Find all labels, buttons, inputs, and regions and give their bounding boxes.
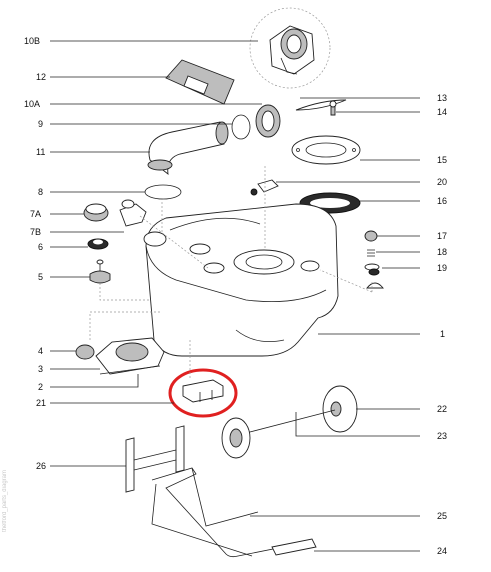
callout-18: 18: [437, 247, 447, 257]
callout-22: 22: [437, 404, 447, 414]
callout-11: 11: [36, 147, 45, 157]
callout-5: 5: [38, 272, 43, 282]
assembly-line-5: [99, 283, 150, 301]
part-12-cap: [165, 59, 235, 105]
part-15-flange: [291, 135, 361, 165]
callout-12: 12: [36, 72, 46, 82]
part-14-screw: [329, 100, 337, 116]
callout-26: 26: [36, 461, 46, 471]
part-10a-nut: [255, 104, 281, 138]
part-5-plug: [89, 259, 111, 284]
callout-14: 14: [437, 107, 447, 117]
part-7a-vent-cap: [83, 203, 109, 222]
part-3-valve-body: [95, 337, 165, 375]
callout-10b: 10B: [24, 36, 40, 46]
part-18-spring: [367, 249, 375, 257]
part-20-bracket: [250, 179, 279, 196]
callout-20: 20: [437, 177, 447, 187]
callout-13: 13: [437, 93, 447, 103]
callout-15: 15: [437, 155, 447, 165]
part-24-grip: [271, 538, 317, 556]
callout-2: 2: [38, 382, 43, 392]
callout-7a: 7A: [30, 209, 41, 219]
part-19-valve-pair: [364, 263, 384, 289]
leader-lines: [50, 40, 420, 552]
callout-21: 21: [36, 398, 46, 408]
part-17-knob: [364, 230, 378, 242]
part-25-pull-handle: [151, 467, 299, 558]
part-13-blade: [295, 99, 347, 111]
part-21-clip: [182, 379, 224, 403]
callout-4: 4: [38, 346, 43, 356]
part-26-holder: [125, 425, 185, 493]
callout-23: 23: [437, 431, 447, 441]
part-1-tank: [143, 203, 339, 357]
part-22-wheel: [322, 385, 358, 433]
part-9-ring: [231, 114, 251, 140]
callout-24: 24: [437, 546, 447, 556]
callout-17: 17: [437, 231, 447, 241]
part-23-axle: [221, 409, 336, 459]
callout-1: 1: [440, 329, 445, 339]
part-6-seal: [87, 238, 109, 250]
callout-25: 25: [437, 511, 447, 521]
part-4-cap: [75, 344, 95, 360]
watermark: thetford_parts_diagram: [2, 470, 8, 533]
part-11-pipe: [147, 121, 229, 176]
callout-10a: 10A: [24, 99, 40, 109]
part-8-oring: [144, 184, 182, 200]
part-7b-valve: [119, 199, 147, 227]
assembly-line-19: [319, 269, 373, 293]
callout-19: 19: [437, 263, 447, 273]
highlight-circle: [168, 368, 238, 418]
callout-6: 6: [38, 242, 43, 252]
part-10b-detail: [249, 7, 331, 89]
callout-9: 9: [38, 119, 43, 129]
callout-16: 16: [437, 196, 447, 206]
part-2-seal-plate: [99, 365, 161, 375]
assembly-line-4: [89, 311, 162, 340]
callout-8: 8: [38, 187, 43, 197]
callout-7b: 7B: [30, 227, 41, 237]
callout-3: 3: [38, 364, 43, 374]
